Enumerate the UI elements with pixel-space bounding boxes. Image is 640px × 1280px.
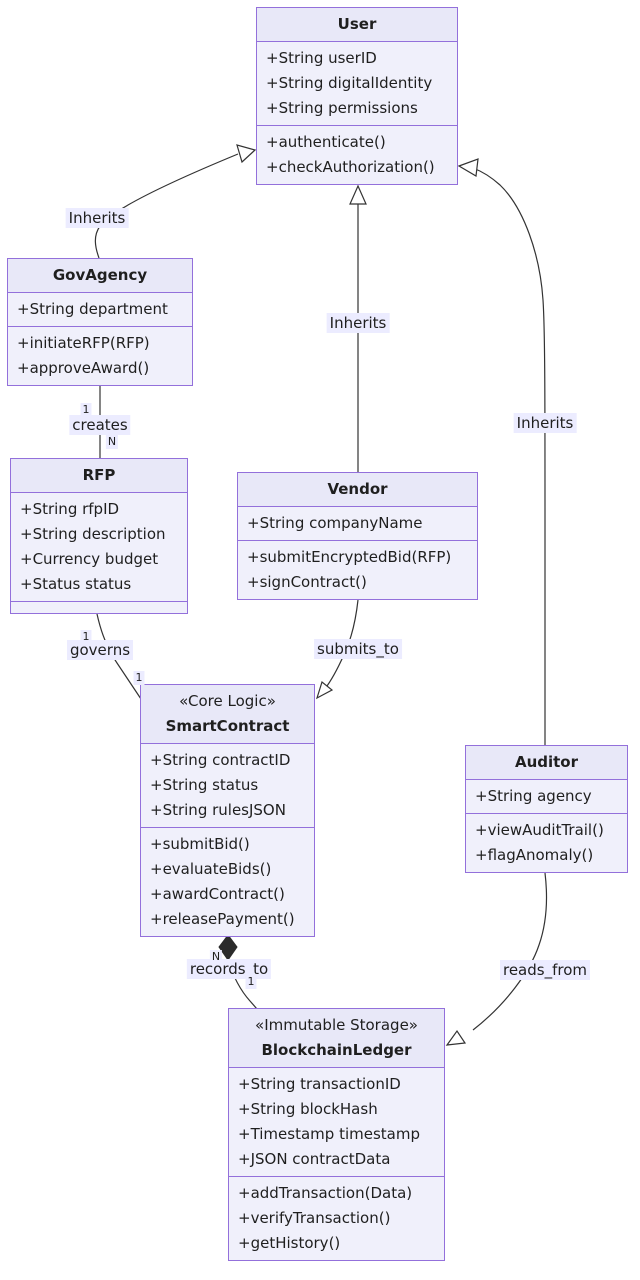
methods-section: +authenticate() +checkAuthorization() [257,125,457,184]
class-stereotype: «Core Logic» [179,692,276,710]
methods-section: +addTransaction(Data) +verifyTransaction… [229,1176,444,1260]
open-arrowhead [315,680,334,700]
attributes-section: +String companyName [238,506,477,540]
methods-section: +initiateRFP(RFP) +approveAward() [8,326,192,385]
class-name: Vendor [327,480,388,498]
class-stereotype: «Immutable Storage» [255,1016,418,1034]
class-box-rfp: RFP +String rfpID +String description +C… [10,458,188,614]
method-row: +flagAnomaly() [475,846,594,864]
method-row: +viewAuditTrail() [475,821,604,839]
method-row: +submitEncryptedBid(RFP) [247,548,452,566]
edge-label-inherits-auditor: Inherits [513,413,577,433]
multiplicity-records-source: N [209,950,223,964]
class-box-auditor: Auditor +String agency +viewAuditTrail()… [465,745,628,873]
attribute-row: +String contractID [150,751,291,769]
method-row: +checkAuthorization() [266,158,435,176]
class-title-smartcontract: «Core Logic» SmartContract [141,685,314,743]
class-title-vendor: Vendor [238,473,477,506]
method-row: +releasePayment() [150,910,295,928]
method-row: +approveAward() [17,359,150,377]
inheritance-arrowhead [236,144,257,164]
method-row: +getHistory() [238,1234,341,1252]
multiplicity-creates-target: N [105,435,119,449]
edge-label-reads-from: reads_from [499,960,591,980]
edge-label-inherits-vendor: Inherits [326,313,390,333]
class-title-user: User [257,8,457,41]
edge-govagency-inherits-user [94,153,239,259]
method-row: +addTransaction(Data) [238,1184,413,1202]
attribute-row: +String rulesJSON [150,801,286,819]
method-row: +authenticate() [266,133,386,151]
multiplicity-governs-source: 1 [80,630,92,644]
attribute-row: +String description [20,525,166,543]
open-arrowhead [445,1029,467,1046]
method-row: +signContract() [247,573,367,591]
multiplicity-records-target: 1 [245,975,257,989]
class-box-user: User +String userID +String digitalIdent… [256,7,458,185]
attribute-row: +String status [150,776,259,794]
attributes-section: +String userID +String digitalIdentity +… [257,41,457,125]
edge-label-submits-to: submits_to [314,639,402,659]
class-box-smartcontract: «Core Logic» SmartContract +String contr… [140,684,315,937]
attribute-row: +String permissions [266,99,418,117]
class-name: GovAgency [52,266,148,284]
methods-section-empty [11,601,187,613]
attribute-row: +String department [17,300,168,318]
methods-section: +submitEncryptedBid(RFP) +signContract() [238,540,477,599]
method-row: +awardContract() [150,885,285,903]
inheritance-arrowhead [349,184,367,205]
methods-section: +submitBid() +evaluateBids() +awardContr… [141,827,314,936]
attributes-section: +String rfpID +String description +Curre… [11,492,187,601]
attribute-row: +String rfpID [20,500,120,518]
inheritance-arrowhead [457,158,479,177]
edge-rfp-governs-smartcontract [96,613,142,700]
attribute-row: +JSON contractData [238,1150,391,1168]
method-row: +submitBid() [150,835,250,853]
class-box-vendor: Vendor +String companyName +submitEncryp… [237,472,478,600]
edge-auditor-readsfrom-ledger [472,872,548,1031]
class-title-rfp: RFP [11,459,187,492]
edge-label-governs: governs [66,640,134,660]
edge-label-creates: creates [69,415,131,435]
attribute-row: +String blockHash [238,1100,378,1118]
edge-auditor-inherits-user [472,167,546,745]
class-box-blockchainledger: «Immutable Storage» BlockchainLedger +St… [228,1008,445,1261]
class-name: User [337,15,377,33]
multiplicity-governs-target: 1 [133,671,145,685]
attributes-section: +String contractID +String status +Strin… [141,743,314,827]
class-title-blockchainledger: «Immutable Storage» BlockchainLedger [229,1009,444,1067]
class-name: BlockchainLedger [261,1041,412,1059]
attributes-section: +String transactionID +String blockHash … [229,1067,444,1176]
attribute-row: +Status status [20,575,132,593]
edge-label-inherits-govagency: Inherits [65,208,129,228]
attributes-section: +String agency [466,779,627,813]
attribute-row: +Timestamp timestamp [238,1125,420,1143]
class-title-govagency: GovAgency [8,259,192,292]
method-row: +initiateRFP(RFP) [17,334,150,352]
attribute-row: +String userID [266,49,377,67]
class-name: SmartContract [165,717,290,735]
attributes-section: +String department [8,292,192,326]
edge-label-records-to: records_to [186,959,272,979]
class-name: Auditor [514,753,579,771]
attribute-row: +String companyName [247,514,423,532]
attribute-row: +String agency [475,787,592,805]
attribute-row: +String transactionID [238,1075,401,1093]
attribute-row: +String digitalIdentity [266,74,433,92]
method-row: +evaluateBids() [150,860,272,878]
class-name: RFP [82,466,116,484]
attribute-row: +Currency budget [20,550,159,568]
class-box-govagency: GovAgency +String department +initiateRF… [7,258,193,386]
multiplicity-creates-source: 1 [80,403,92,417]
method-row: +verifyTransaction() [238,1209,391,1227]
methods-section: +viewAuditTrail() +flagAnomaly() [466,813,627,872]
class-title-auditor: Auditor [466,746,627,779]
